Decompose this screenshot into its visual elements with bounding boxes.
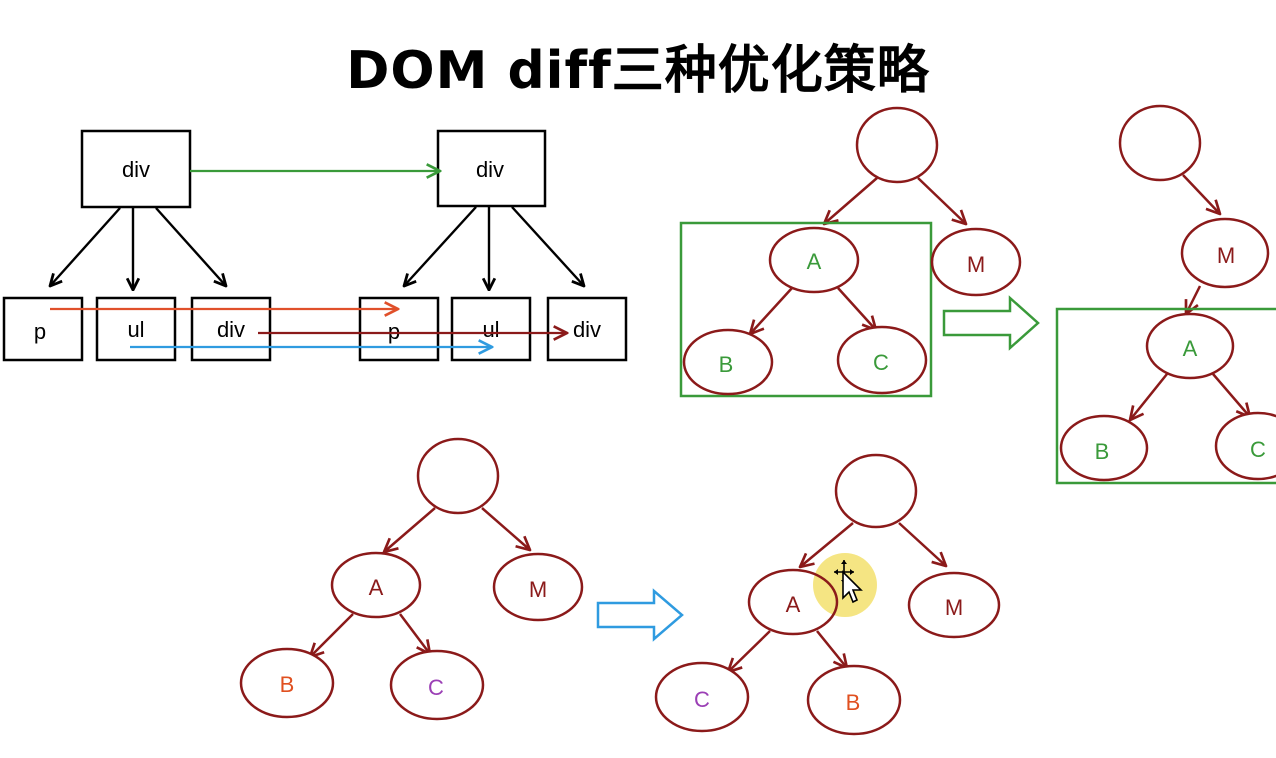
after-node-a [1145,312,1235,380]
component-move-diagram: A M B C M A B C [679,104,1276,485]
after-edge-root-m [1182,174,1220,214]
reorder-after-node-b-label: B [846,690,861,715]
new-root-label: div [476,157,504,182]
after-node-c [1214,411,1276,481]
new-child-ul-label: ul [482,317,499,342]
reorder-before-node-a-label: A [369,575,384,600]
reorder-before-node-a [330,551,422,619]
before-edge-a-c [837,287,876,330]
old-edge-p [50,207,121,286]
old-child-p-box [2,296,84,362]
hollow-right-arrow-blue [596,588,684,642]
new-child-p-label: p [388,319,400,344]
reorder-after-node-c [654,661,750,733]
old-edge-div [155,207,226,286]
old-root-box [80,129,192,209]
reorder-after-root-node [834,453,918,529]
old-child-div-label: div [217,317,245,342]
reorder-after-edge-a-c [728,630,771,672]
reorder-after-edge-root-a [800,522,854,567]
before-edge-root-m [917,177,966,224]
reorder-after-node-m [907,571,1001,639]
hollow-right-arrow-green [942,295,1040,351]
reorder-after-edge-root-m [898,522,946,566]
after-node-b-label: B [1095,439,1110,464]
before-edge-root-a [824,177,878,224]
before-node-a-label: A [807,249,822,274]
old-child-p-label: p [34,319,46,344]
new-child-div-label: div [573,317,601,342]
new-edge-p [404,206,477,286]
before-edge-a-b [750,287,793,334]
before-node-c [836,325,928,395]
old-root-label: div [122,157,150,182]
reorder-after-node-m-label: M [945,595,963,620]
after-edge-a-b [1130,373,1168,420]
reorder-before-node-c-label: C [428,675,444,700]
before-node-m [930,227,1022,297]
reorder-before-edge-a-b [310,613,354,657]
reorder-after-node-a [747,568,839,636]
reorder-before-node-c [389,649,485,721]
key-reorder-diagram: A M B C A M C B [239,437,1001,736]
before-subtree-box [679,221,933,398]
reorder-after-node-a-label: A [786,592,801,617]
reorder-before-edge-root-a [384,507,436,552]
reorder-before-node-b-label: B [280,672,295,697]
move-cursor-icon [834,560,863,604]
reorder-before-node-m [492,552,584,622]
reorder-after-node-c-label: C [694,687,710,712]
new-edge-div [511,206,584,286]
page-title: DOM diff三种优化策略 [346,41,930,101]
reorder-before-node-m-label: M [529,577,547,602]
before-node-c-label: C [873,350,889,375]
after-root-node [1118,104,1202,182]
after-edge-a-c [1212,373,1250,417]
reorder-after-edge-a-b [816,630,847,668]
after-node-c-label: C [1250,437,1266,462]
new-child-div-box [546,296,628,362]
after-subtree-box [1055,307,1276,485]
after-node-m-label: M [1217,243,1235,268]
old-child-ul-label: ul [127,317,144,342]
reorder-before-root-node [416,437,500,515]
after-node-a-label: A [1183,336,1198,361]
reorder-before-edge-root-m [481,507,530,550]
before-node-b [682,328,774,396]
reorder-before-node-b [239,647,335,719]
before-node-b-label: B [719,352,734,377]
before-node-m-label: M [967,252,985,277]
reorder-before-edge-a-c [399,613,430,654]
after-node-b [1059,414,1149,482]
after-node-m [1180,217,1270,289]
before-root-node [855,106,939,184]
reorder-after-node-b [806,664,902,736]
before-node-a [768,226,860,294]
level-compare-diagram: div p ul div div p ul div [2,129,628,362]
